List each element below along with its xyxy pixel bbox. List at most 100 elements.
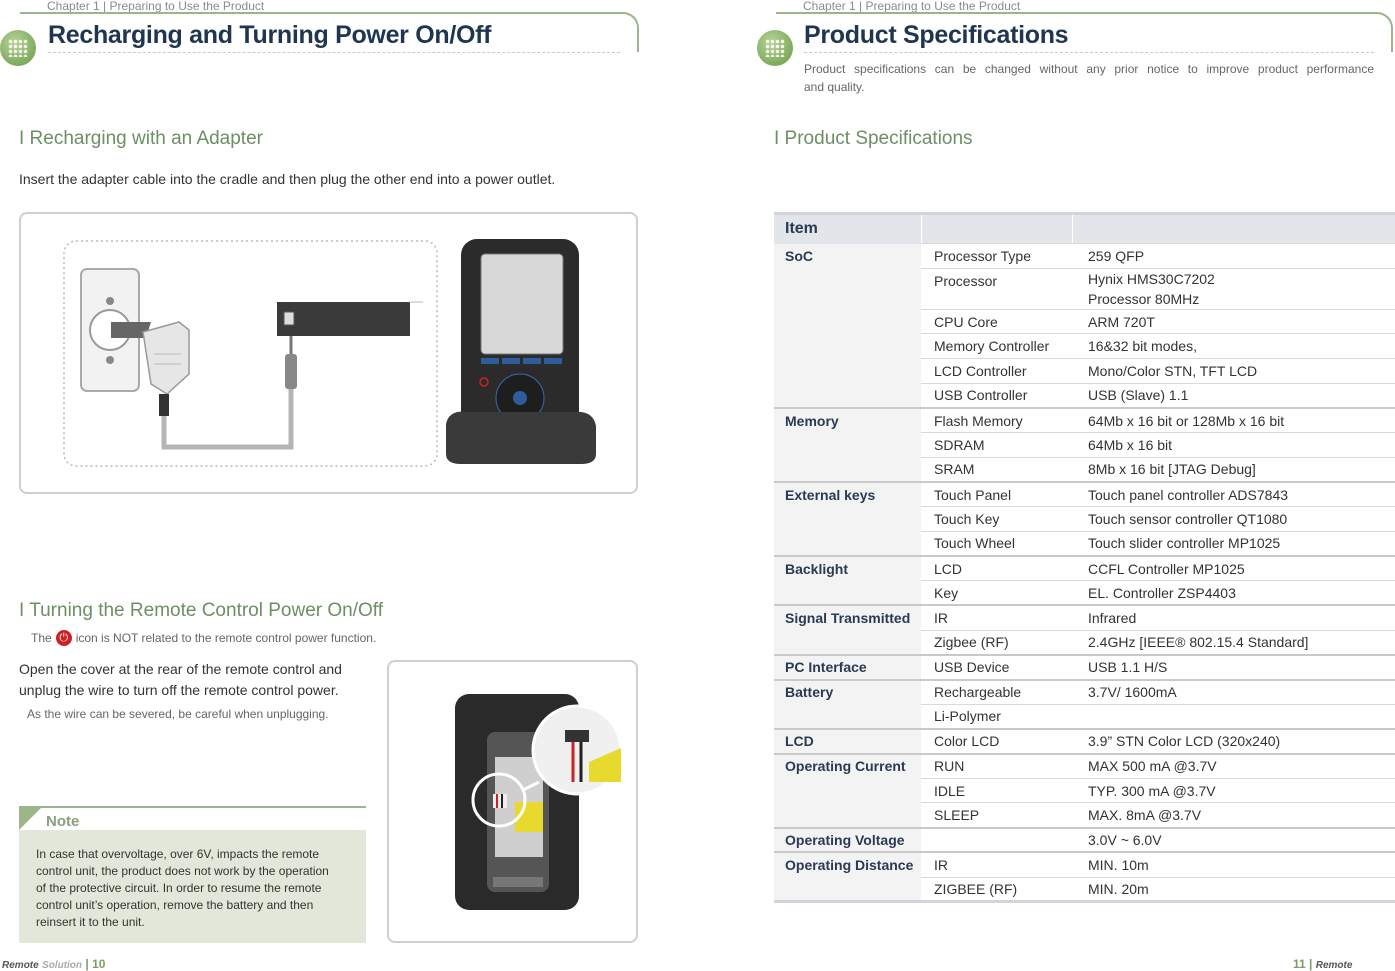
section-title-power: I Turning the Remote Control Power On/Of…: [19, 600, 383, 621]
spec-item: Processor Type: [921, 243, 1072, 269]
header-blank: [920, 212, 1072, 244]
spec-item: Touch Panel: [921, 482, 1072, 508]
spec-item: LCD Controller: [921, 358, 1072, 384]
spec-value: 8Mb x 16 bit [JTAG Debug]: [1072, 457, 1395, 483]
spec-value: MAX. 8mA @3.7V: [1072, 802, 1395, 829]
chapter-dots-icon: [0, 30, 36, 66]
spec-group: [774, 506, 921, 532]
header-item: Item: [774, 212, 921, 244]
spec-value-line: Hynix HMS30C7202: [1088, 270, 1215, 287]
spec-item: ZIGBEE (RF): [921, 877, 1072, 904]
chapter-label-right: Chapter 1 | Preparing to Use the Product: [803, 0, 1021, 13]
spec-item: [921, 827, 1072, 854]
spec-group: [774, 802, 921, 829]
spec-item: SRAM: [921, 457, 1072, 483]
adapter-plug-icon: [111, 321, 190, 416]
spec-value: Touch sensor controller QT1080: [1072, 506, 1395, 532]
spec-group: Memory: [774, 407, 921, 433]
note-line: control unit, the product does not work …: [36, 864, 329, 878]
spec-item: SDRAM: [921, 432, 1072, 458]
hint-text-before: The: [31, 631, 52, 645]
note-body: In case that overvoltage, over 6V, impac…: [19, 830, 366, 943]
spec-item: Memory Controller: [921, 333, 1072, 360]
spec-group: LCD: [774, 728, 921, 755]
spec-value: Mono/Color STN, TFT LCD: [1072, 358, 1395, 384]
spec-group: Operating Voltage: [774, 827, 921, 854]
spec-item: LCD: [921, 556, 1072, 582]
spec-group: [774, 358, 921, 384]
spec-group: [774, 877, 921, 904]
spec-value: MIN. 10m: [1072, 852, 1395, 878]
brand-logo-r: R: [1315, 960, 1323, 971]
spec-value: ARM 720T: [1072, 309, 1395, 335]
spec-value: 3.7V/ 1600mA: [1072, 679, 1395, 705]
spec-group: [774, 383, 921, 409]
table-row: Operating Voltage 3.0V ~ 6.0V: [774, 827, 1395, 854]
spec-group: Backlight: [774, 556, 921, 581]
spec-group: [774, 580, 921, 607]
adapter-cable: [161, 384, 294, 450]
spec-group: Battery: [774, 679, 921, 705]
spec-value: 3.0V ~ 6.0V: [1072, 827, 1395, 854]
caution-text: As the wire can be severed, be careful w…: [27, 707, 329, 721]
spec-group: [774, 531, 921, 558]
note-line: In case that overvoltage, over 6V, impac…: [36, 847, 320, 861]
chapter-dots-icon: [757, 30, 793, 66]
spec-value: 2.4GHz [IEEE® 802.15.4 Standard]: [1072, 630, 1395, 656]
spec-group: [774, 432, 921, 458]
spec-value: USB 1.1 H/S: [1072, 654, 1395, 681]
spec-group: [774, 333, 921, 359]
spec-item: Rechargeable: [921, 679, 1072, 705]
spec-intro-line2: and quality.: [804, 80, 865, 94]
recharging-illustration: [63, 239, 596, 467]
spec-item: USB Device: [921, 654, 1072, 681]
recharging-figure: [19, 212, 638, 494]
spec-item: Key: [921, 580, 1072, 607]
spec-item: IR: [921, 852, 1072, 878]
spec-item: Touch Key: [921, 506, 1072, 532]
note-label: Note: [46, 813, 80, 830]
power-instructions-line1: Open the cover at the rear of the remote…: [19, 661, 342, 677]
spec-value: TYP. 300 mA @3.7V: [1072, 778, 1395, 804]
table-row: Li-Polymer: [774, 704, 1395, 730]
spec-intro: Product specifications can be changed wi…: [804, 60, 1374, 96]
power-instructions-line2: unplug the wire to turn off the remote c…: [19, 682, 339, 698]
spec-item: Flash Memory: [921, 407, 1072, 434]
spec-item: Color LCD: [921, 728, 1072, 755]
spec-value: 259 QFP: [1072, 243, 1395, 269]
header-frame-right: [776, 12, 1393, 52]
spec-item: RUN: [921, 753, 1072, 779]
brand-logo-sol: Solution: [42, 960, 83, 971]
brand-logo-r: R: [2, 960, 10, 971]
recharging-instructions: Insert the adapter cable into the cradle…: [19, 171, 556, 187]
spec-value: MIN. 20m: [1072, 877, 1395, 904]
spec-value: CCFL Controller MP1025: [1072, 556, 1395, 582]
header-frame-left: [20, 12, 639, 52]
footer-left: Remote Solution | 10: [2, 957, 106, 971]
note-line: of the protective circuit. In order to r…: [36, 881, 322, 895]
spec-group: [774, 704, 921, 730]
table-header-row: Item: [774, 212, 1395, 244]
spec-value: Infrared: [1072, 605, 1395, 631]
rear-cover-figure: [387, 660, 638, 943]
page-number-left: 10: [92, 957, 106, 971]
chapter-label-left: Chapter 1 | Preparing to Use the Product: [47, 0, 265, 13]
spec-group: [774, 309, 921, 334]
dashed-callout: [63, 240, 438, 467]
spec-group: [774, 268, 921, 310]
spec-item: CPU Core: [921, 309, 1072, 335]
